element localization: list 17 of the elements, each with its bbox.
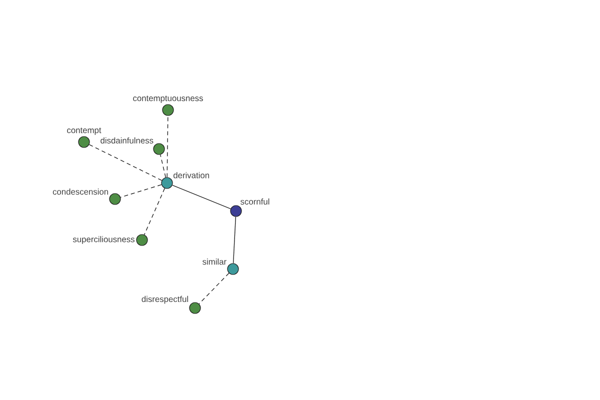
connector-line bbox=[232, 216, 236, 264]
node-label: superciliousness bbox=[72, 236, 134, 244]
dashed-line bbox=[88, 144, 162, 181]
dashed-line bbox=[144, 188, 166, 236]
connector-line bbox=[172, 184, 231, 210]
node-label: disdainfulness bbox=[100, 137, 154, 144]
node-label: scornful bbox=[240, 198, 270, 205]
node-label: derivation bbox=[174, 172, 210, 178]
node-label: similar bbox=[202, 258, 226, 265]
node-label: contempt bbox=[67, 128, 102, 135]
dashed-line bbox=[198, 272, 230, 304]
dashed-line bbox=[120, 184, 162, 198]
node-label: condescension bbox=[52, 188, 108, 195]
dashed-line bbox=[166, 115, 168, 178]
dashed-line bbox=[160, 154, 166, 178]
node-label: contemptuousness bbox=[133, 96, 203, 103]
node-label: disrespectful bbox=[142, 296, 188, 304]
